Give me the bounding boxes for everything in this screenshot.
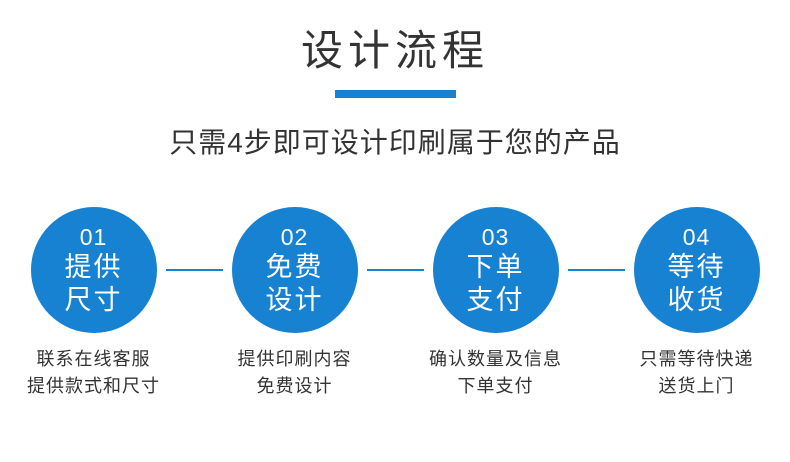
header: 设计流程 只需4步即可设计印刷属于您的产品 xyxy=(0,0,790,158)
step-caption: 确认数量及信息 下单支付 xyxy=(429,346,562,400)
step-item-2: 02 免费 设计 提供印刷内容 免费设计 xyxy=(223,207,367,400)
steps-row: 01 提供 尺寸 联系在线客服 提供款式和尺寸 02 免费 设计 提供印刷内容 … xyxy=(0,207,790,400)
step-caption-line: 联系在线客服 xyxy=(36,349,151,370)
step-label: 支付 xyxy=(466,285,525,316)
step-circle-4: 04 等待 收货 xyxy=(633,207,760,334)
step-caption-line: 提供款式和尺寸 xyxy=(27,376,160,397)
step-caption-line: 提供印刷内容 xyxy=(237,349,352,370)
step-label: 设计 xyxy=(265,285,324,316)
step-number: 03 xyxy=(481,224,510,251)
connector-line xyxy=(567,269,625,272)
step-item-1: 01 提供 尺寸 联系在线客服 提供款式和尺寸 xyxy=(22,207,166,400)
step-label: 尺寸 xyxy=(64,285,123,316)
connector-line xyxy=(366,269,424,272)
step-caption: 只需等待快递 送货上门 xyxy=(640,346,754,400)
step-caption: 联系在线客服 提供款式和尺寸 xyxy=(27,346,160,400)
step-number: 04 xyxy=(682,224,711,251)
step-caption-line: 只需等待快递 xyxy=(639,349,754,370)
title-underline xyxy=(334,90,456,99)
step-label: 收货 xyxy=(667,285,726,316)
page-title: 设计流程 xyxy=(300,27,489,74)
step-label: 提供 xyxy=(64,252,123,283)
step-caption: 提供印刷内容 免费设计 xyxy=(238,346,352,400)
step-number: 01 xyxy=(79,224,108,251)
step-item-4: 04 等待 收货 只需等待快递 送货上门 xyxy=(625,207,769,400)
step-caption-line: 确认数量及信息 xyxy=(429,349,562,370)
connector-line xyxy=(165,269,223,272)
step-number: 02 xyxy=(280,224,309,251)
step-label: 等待 xyxy=(667,252,726,283)
step-circle-3: 03 下单 支付 xyxy=(432,207,559,334)
step-caption-line: 送货上门 xyxy=(658,376,735,397)
step-circle-2: 02 免费 设计 xyxy=(231,207,358,334)
step-item-3: 03 下单 支付 确认数量及信息 下单支付 xyxy=(424,207,568,400)
step-circle-1: 01 提供 尺寸 xyxy=(30,207,157,334)
step-label: 下单 xyxy=(466,252,525,283)
step-label: 免费 xyxy=(265,252,324,283)
step-caption-line: 下单支付 xyxy=(457,376,534,397)
step-caption-line: 免费设计 xyxy=(256,376,333,397)
page-subtitle: 只需4步即可设计印刷属于您的产品 xyxy=(169,127,621,159)
